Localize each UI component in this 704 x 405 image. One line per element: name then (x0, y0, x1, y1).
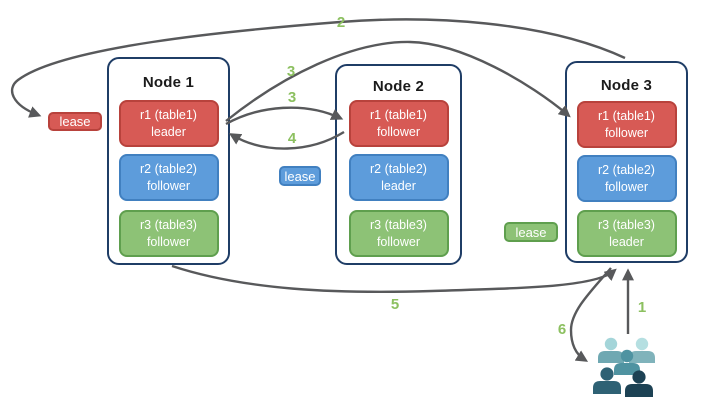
step-label-3b: 3 (287, 89, 297, 106)
arrow-step-2-node3-to-lease1 (11, 18, 626, 118)
replica-label: r3 (table3) (370, 218, 427, 233)
replica-r1-leader: r1 (table1) leader (118, 100, 219, 147)
person-front-right (625, 370, 653, 397)
replica-r3-follower: r3 (table3) follower (118, 210, 219, 257)
replica-label: r1 (table1) (140, 108, 197, 123)
replica-r1-follower: r1 (table1) follower (576, 101, 677, 148)
replica-role: leader (381, 178, 416, 193)
arrow-step-5-node1-to-node3 (171, 264, 617, 294)
step-label-1: 1 (637, 299, 647, 316)
step-label-3a: 3 (286, 63, 296, 80)
replica-r1-follower: r1 (table1) follower (348, 100, 449, 147)
lease-badge-table2: lease (279, 166, 321, 186)
person-back-left (598, 337, 624, 363)
replica-role: follower (376, 124, 421, 139)
replica-r2-leader: r2 (table2) leader (348, 154, 449, 201)
step-label-5: 5 (390, 296, 400, 313)
node-title: Node 2 (372, 78, 425, 95)
lease-badge-table3: lease (504, 222, 558, 242)
person-front-left (593, 367, 621, 394)
replica-role: follower (146, 178, 191, 193)
node-1-box: Node 1 r1 (table1) leader r2 (table2) fo… (107, 57, 230, 265)
replica-role: follower (146, 234, 191, 249)
replica-label: r2 (table2) (370, 162, 427, 177)
replica-label: r1 (table1) (370, 108, 427, 123)
lease-label: lease (515, 224, 547, 240)
replica-label: r1 (table1) (598, 109, 655, 124)
replica-role: follower (604, 125, 649, 140)
replica-label: r3 (table3) (598, 218, 655, 233)
node-title: Node 1 (142, 74, 195, 91)
node-2-box: Node 2 r1 (table1) follower r2 (table2) … (335, 64, 462, 265)
node-title: Node 3 (600, 77, 653, 94)
replica-r3-leader: r3 (table3) leader (576, 210, 677, 257)
person-back-right (629, 337, 655, 363)
user-group-icon (593, 337, 655, 397)
lease-label: lease (59, 114, 91, 129)
lease-label: lease (284, 168, 316, 184)
replica-role: leader (151, 124, 186, 139)
step-label-4: 4 (287, 130, 297, 147)
node-3-box: Node 3 r1 (table1) follower r2 (table2) … (565, 61, 688, 263)
replica-label: r3 (table3) (140, 218, 197, 233)
replica-role: follower (376, 234, 421, 249)
arrow-step-3-leader-to-node2 (225, 106, 344, 126)
step-label-6: 6 (557, 321, 567, 338)
person-middle (614, 349, 640, 375)
lease-badge-table1: lease (48, 112, 102, 131)
replica-r2-follower: r2 (table2) follower (118, 154, 219, 201)
step-label-2: 2 (336, 14, 346, 31)
replica-label: r2 (table2) (140, 162, 197, 177)
replica-role: follower (604, 179, 649, 194)
replica-r3-follower: r3 (table3) follower (348, 210, 449, 257)
replica-label: r2 (table2) (598, 163, 655, 178)
replica-role: leader (609, 234, 644, 249)
replica-r2-follower: r2 (table2) follower (576, 155, 677, 202)
